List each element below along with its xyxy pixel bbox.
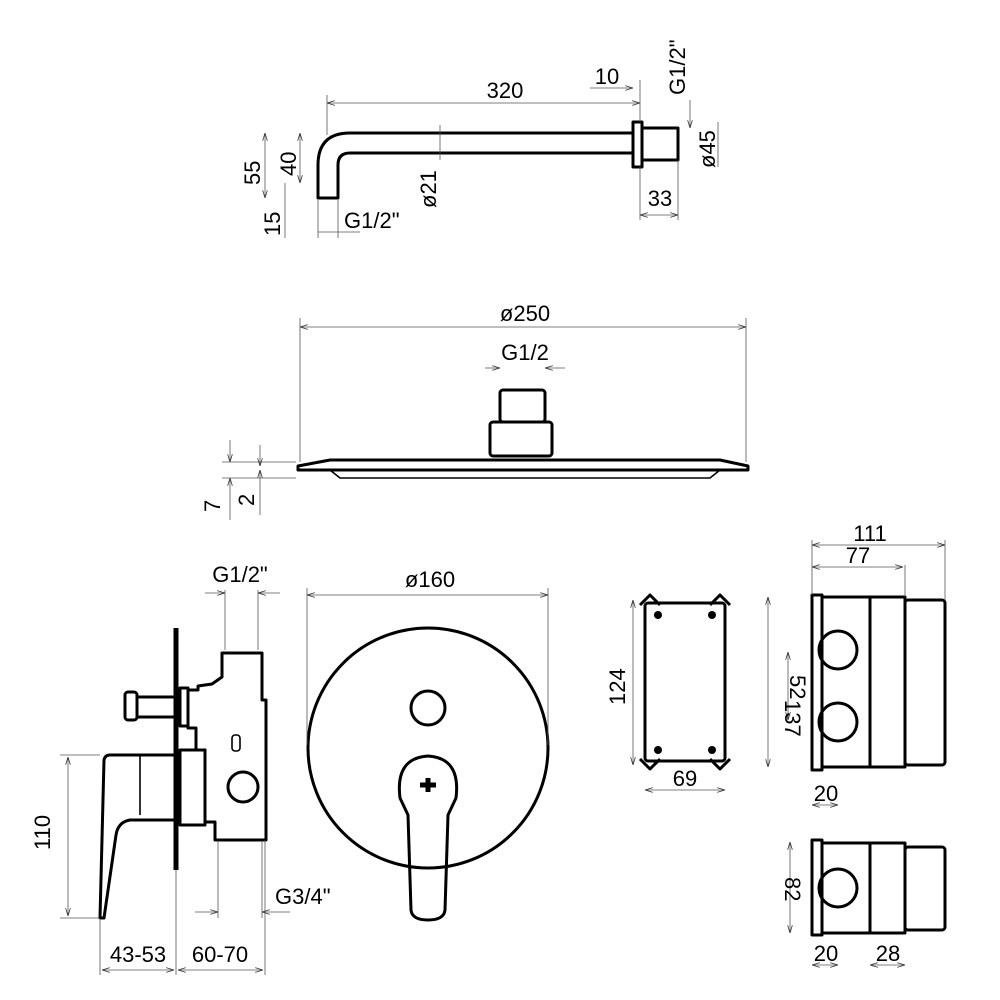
dim-small-box-height: 82 (780, 877, 805, 901)
dim-box-side-height: 137 (780, 700, 805, 737)
dim-head-diameter: ø250 (500, 301, 550, 326)
dim-thread-end: G1/2" (344, 208, 400, 233)
dim-pipe-diameter: ø21 (416, 170, 441, 208)
dim-small-box-depth: 28 (876, 941, 900, 966)
dim-head-thickness: 7 (200, 500, 225, 512)
dim-thread-wall: G1/2" (665, 39, 690, 95)
dim-box-width: 69 (673, 766, 697, 791)
dim-rosette-diameter: ø160 (405, 567, 455, 592)
dim-box-height: 124 (605, 668, 630, 705)
dim-box-spacing: 52 (785, 675, 810, 699)
dim-drop: 40 (276, 152, 301, 176)
dim-box-body: 77 (846, 543, 870, 568)
dim-height: 55 (240, 161, 265, 185)
dim-nipple: 33 (648, 186, 672, 211)
shower-arm: 320 10 G1/2" ø45 33 55 40 15 ø21 G1/2" (240, 39, 720, 238)
box-side-small-view: 82 20 28 (780, 838, 947, 966)
dim-thread-bottom: G3/4" (275, 884, 331, 909)
dim-depth-1: 43-53 (110, 942, 166, 967)
dim-end: 15 (260, 212, 285, 236)
dim-thread-top: G1/2" (212, 562, 268, 587)
dim-arm-length: 320 (487, 78, 524, 103)
box-side-view: 111 77 137 52 20 (768, 521, 947, 806)
dim-flange-diameter: ø45 (695, 130, 720, 168)
dim-head-thread: G1/2 (501, 340, 549, 365)
shower-head: ø250 G1/2 7 2 (200, 301, 750, 520)
box-front-view: 124 69 (605, 593, 732, 791)
dim-depth-2: 60-70 (192, 942, 248, 967)
mixer-front-view: ø160 (306, 567, 550, 922)
dim-mixer-height: 110 (30, 815, 55, 850)
dim-box-offset: 20 (814, 781, 838, 806)
dim-flange: 10 (595, 64, 619, 89)
dim-box-total: 111 (853, 521, 886, 546)
mixer-side-view: 110 43-53 60-70 G1/2" G3/4" (30, 562, 331, 975)
dim-small-box-offset: 20 (814, 941, 838, 966)
dim-head-edge: 2 (234, 494, 259, 506)
